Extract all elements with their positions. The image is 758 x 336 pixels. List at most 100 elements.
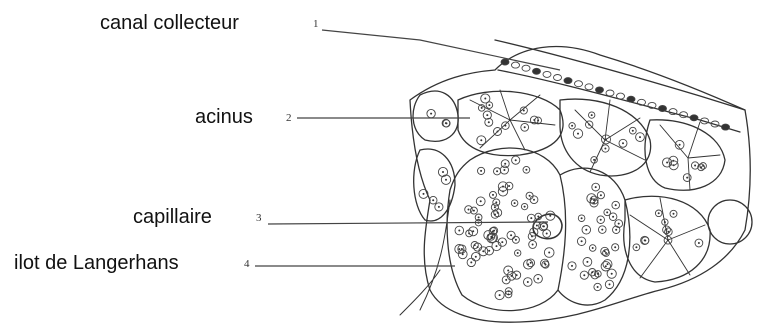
nucleolus — [536, 225, 538, 227]
nucleolus — [592, 247, 594, 249]
nucleolus — [597, 273, 599, 275]
leader-line-1 — [322, 30, 560, 70]
nucleolus — [504, 163, 506, 165]
nucleolus — [478, 216, 480, 218]
nucleolus — [609, 283, 611, 285]
nucleolus — [510, 234, 512, 236]
nucleolus — [615, 204, 617, 206]
nucleolus — [473, 210, 475, 212]
nucleolus — [511, 275, 513, 277]
duct-cell-nucleus — [533, 68, 541, 74]
duct-cell-nucleus — [585, 84, 593, 90]
duct-cell-nucleus — [512, 62, 520, 68]
duct-cell-nucleus — [564, 78, 572, 84]
nucleolus — [546, 233, 548, 235]
nucleolus — [508, 185, 510, 187]
label-capillaire: capillaire — [133, 206, 212, 229]
nucleolus — [524, 126, 526, 128]
nucleolus — [664, 221, 666, 223]
nucleolus — [537, 120, 539, 122]
islet-outline-right — [558, 168, 630, 305]
nucleolus — [694, 165, 696, 167]
label-number-1: 1 — [313, 18, 319, 30]
nucleolus — [494, 214, 496, 216]
nucleolus — [545, 264, 547, 266]
nucleolus — [446, 122, 448, 124]
duct-cell-nucleus — [627, 96, 635, 102]
nucleolus — [632, 130, 634, 132]
nucleolus — [527, 281, 529, 283]
label-ilot-de-langerhans: ilot de Langerhans — [14, 252, 179, 275]
nucleolus — [482, 250, 484, 252]
nucleolus — [537, 278, 539, 280]
nucleolus — [615, 229, 617, 231]
nucleolus — [529, 195, 531, 197]
nucleolus — [698, 242, 700, 244]
nucleolus — [503, 169, 505, 171]
nucleolus — [504, 125, 506, 127]
nucleolus — [673, 213, 675, 215]
nucleolus — [597, 286, 599, 288]
nucleolus — [492, 230, 494, 232]
nucleolus — [495, 201, 497, 203]
nucleolus — [583, 274, 585, 276]
nucleolus — [492, 237, 494, 239]
nucleolus — [581, 217, 583, 219]
nucleolus — [605, 138, 607, 140]
nucleolus — [515, 239, 517, 241]
nucleolus — [432, 199, 434, 201]
nucleolus — [700, 166, 702, 168]
nucleolus — [486, 114, 488, 116]
nucleolus — [496, 245, 498, 247]
nucleolus — [430, 113, 432, 115]
nucleolus — [601, 229, 603, 231]
nucleolus — [605, 252, 607, 254]
nucleolus — [524, 206, 526, 208]
nucleolus — [442, 171, 444, 173]
duct-cell-nucleus — [522, 65, 530, 71]
nucleolus — [543, 225, 545, 227]
nucleolus — [618, 223, 620, 225]
nucleolus — [614, 246, 616, 248]
nucleolus — [475, 256, 477, 258]
nucleolus — [468, 209, 470, 211]
nucleolus — [600, 194, 602, 196]
nucleolus — [537, 216, 539, 218]
nucleolus — [600, 219, 602, 221]
nucleolus — [672, 160, 674, 162]
nucleolus — [480, 139, 482, 141]
duct-cell-nucleus — [554, 75, 562, 81]
nucleolus — [458, 248, 460, 250]
duct-cell-nucleus — [722, 124, 730, 130]
nucleolus — [586, 261, 588, 263]
nucleolus — [585, 229, 587, 231]
nucleolus — [595, 186, 597, 188]
duct-cell-nucleus — [617, 93, 625, 99]
nucleolus — [480, 170, 482, 172]
acinus-ring — [708, 200, 752, 244]
nucleolus — [533, 231, 535, 233]
duct-cell-nucleus — [543, 71, 551, 77]
nucleolus — [488, 121, 490, 123]
nucleolus — [481, 107, 483, 109]
acinus-lobe-1 — [413, 91, 458, 141]
label-number-4: 4 — [244, 258, 250, 270]
nucleolus — [593, 199, 595, 201]
nucleolus — [517, 252, 519, 254]
nucleolus — [581, 240, 583, 242]
nucleolus — [611, 273, 613, 275]
label-number-3: 3 — [256, 212, 262, 224]
nucleolus — [438, 206, 440, 208]
duct-cell-nucleus — [659, 106, 667, 112]
nucleolus — [667, 231, 669, 233]
connective-strand — [400, 200, 450, 315]
nucleolus — [644, 239, 646, 241]
nucleolus — [612, 216, 614, 218]
nucleolus — [571, 125, 573, 127]
nucleolus — [667, 239, 669, 241]
nucleolus — [462, 253, 464, 255]
nucleolus — [477, 246, 479, 248]
nucleolus — [607, 263, 609, 265]
nucleolus — [605, 265, 607, 267]
